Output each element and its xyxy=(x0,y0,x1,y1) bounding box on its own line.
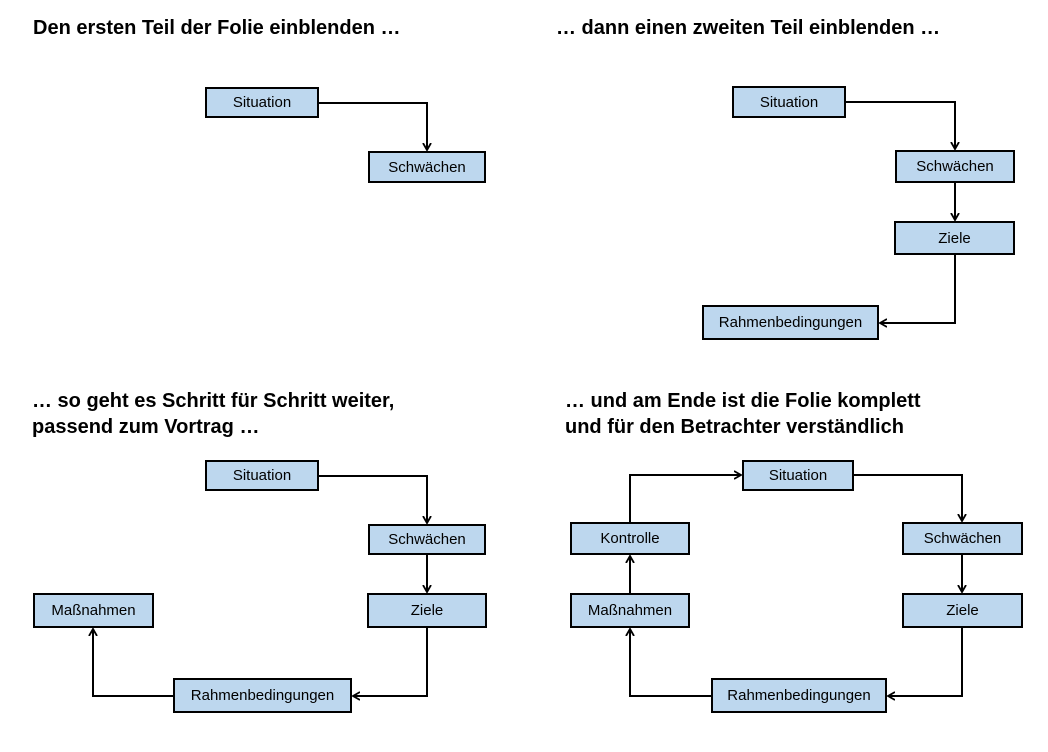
panel4-node-kontrolle: Kontrolle xyxy=(570,522,690,555)
arrow-p4-situation-to-schwaechen xyxy=(854,474,962,521)
panel3-node-ziele: Ziele xyxy=(367,593,487,628)
arrow-p2-ziele-to-rahmenbedingungen xyxy=(880,255,956,323)
arrow-p3-rahmenbedingungen-to-massnahmen xyxy=(93,629,173,697)
panel4-node-rahmenbedingungen: Rahmenbedingungen xyxy=(711,678,887,713)
panel2-node-situation: Situation xyxy=(732,86,846,118)
panel3-node-situation: Situation xyxy=(205,460,319,491)
arrow-p3-ziele-to-rahmenbedingungen xyxy=(353,628,428,696)
arrow-p4-kontrolle-to-situation xyxy=(629,475,741,522)
panel3-title-line2: passend zum Vortrag … xyxy=(32,416,260,438)
panel3-title: … so geht es Schritt für Schritt weiter,… xyxy=(32,388,394,440)
panel2-node-schwaechen: Schwächen xyxy=(895,150,1015,183)
panel2-node-ziele: Ziele xyxy=(894,221,1015,255)
panel4-title-line1: … und am Ende ist die Folie komplett xyxy=(565,390,921,412)
panel4-node-massnahmen: Maßnahmen xyxy=(570,593,690,628)
arrow-p4-rahmenbedingungen-to-massnahmen xyxy=(630,629,711,697)
panel1-node-schwaechen: Schwächen xyxy=(368,151,486,183)
panel4-node-situation: Situation xyxy=(742,460,854,491)
panel3-title-line1: … so geht es Schritt für Schritt weiter, xyxy=(32,390,395,412)
panel2-title-line1: … dann einen zweiten Teil einblenden … xyxy=(556,17,941,39)
panel3-node-rahmenbedingungen: Rahmenbedingungen xyxy=(173,678,352,713)
panel2-title: … dann einen zweiten Teil einblenden … xyxy=(556,15,940,41)
panel1-title-line1: Den ersten Teil der Folie einblenden … xyxy=(33,17,401,39)
panel4-node-ziele: Ziele xyxy=(902,593,1023,628)
panel1-title: Den ersten Teil der Folie einblenden … xyxy=(33,15,400,41)
arrow-p3-situation-to-schwaechen xyxy=(319,475,427,523)
arrow-p4-ziele-to-rahmenbedingungen xyxy=(888,628,963,696)
arrow-p2-situation-to-schwaechen xyxy=(846,101,955,149)
panel4-node-schwaechen: Schwächen xyxy=(902,522,1023,555)
panel3-node-massnahmen: Maßnahmen xyxy=(33,593,154,628)
panel3-node-schwaechen: Schwächen xyxy=(368,524,486,555)
panel4-title-line2: und für den Betrachter verständlich xyxy=(565,416,904,438)
panel4-title: … und am Ende ist die Folie komplett und… xyxy=(565,388,921,440)
arrow-p1-situation-to-schwaechen xyxy=(319,102,427,150)
panel2-node-rahmenbedingungen: Rahmenbedingungen xyxy=(702,305,879,340)
panel1-node-situation: Situation xyxy=(205,87,319,118)
